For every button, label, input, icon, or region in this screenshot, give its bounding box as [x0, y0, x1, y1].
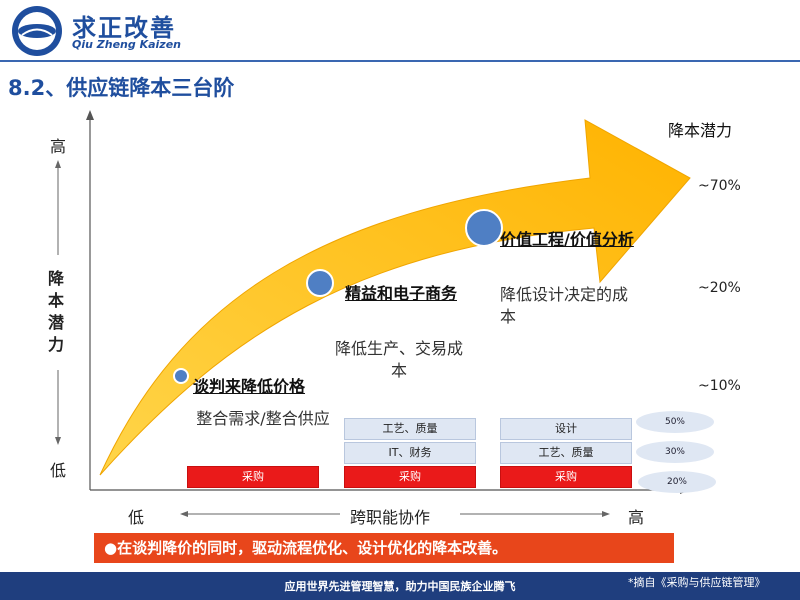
y-axis-low-label: 低: [50, 461, 67, 480]
footer-bar: [0, 572, 800, 600]
stage-2-dot: [306, 269, 334, 297]
function-box-purchasing: 采购: [187, 466, 319, 488]
y-axis-title: 降本潜力: [48, 269, 65, 354]
share-ellipse-process: 30%: [636, 441, 714, 463]
share-ellipse-design: 50%: [636, 411, 714, 433]
company-logo: [10, 4, 64, 58]
stage-3-dot: [465, 209, 503, 247]
share-ellipse-purchasing: 20%: [638, 471, 716, 493]
function-box-purchasing: 采购: [344, 466, 476, 488]
brand-name: 求正改善: [72, 14, 176, 42]
stage-1-title: 谈判来降低价格: [193, 377, 306, 396]
slide-title: 8.2、供应链降本三台阶: [8, 76, 235, 100]
x-axis-title: 跨职能协作: [350, 508, 431, 527]
stage-1-potential: ~10%: [698, 378, 741, 394]
stage-3-title: 价值工程/价值分析: [500, 230, 634, 249]
function-box-design: 设计: [500, 418, 632, 440]
y-axis-high-label: 高: [50, 137, 67, 156]
function-box-process-quality: 工艺、质量: [500, 442, 632, 464]
stage-2-potential: ~20%: [698, 280, 741, 296]
stage-1-dot: [173, 368, 189, 384]
x-axis-high-label: 高: [628, 508, 645, 527]
stage-2-title: 精益和电子商务: [344, 284, 457, 303]
brand-name-en: Qiu Zheng Kaizen: [72, 38, 181, 51]
x-axis-low-label: 低: [128, 508, 145, 527]
stage-3-desc: 降低设计决定的成本: [500, 285, 629, 326]
function-box-it-finance: IT、财务: [344, 442, 476, 464]
x-label-arrowhead-left: [180, 511, 188, 517]
x-label-arrowhead-right: [602, 511, 610, 517]
stage-3-potential: ~70%: [698, 178, 741, 194]
function-box-purchasing: 采购: [500, 466, 632, 488]
y-label-arrowhead-down: [55, 437, 61, 445]
stage-1-desc: 整合需求/整合供应: [196, 409, 330, 428]
stage-2-desc: 降低生产、交易成本: [334, 339, 463, 380]
footer-source-note: *摘自《采购与供应链管理》: [628, 576, 766, 589]
potential-header: 降本潜力: [668, 121, 733, 140]
summary-banner: ●在谈判降价的同时，驱动流程优化、设计优化的降本改善。: [94, 533, 674, 563]
y-label-arrowhead-up: [55, 160, 61, 168]
header-divider: [0, 60, 800, 62]
function-box-process-quality: 工艺、质量: [344, 418, 476, 440]
growth-arrow: [99, 119, 691, 476]
y-axis-arrowhead: [86, 110, 94, 120]
footer-slogan: 应用世界先进管理智慧，助力中国民族企业腾飞: [284, 580, 516, 593]
